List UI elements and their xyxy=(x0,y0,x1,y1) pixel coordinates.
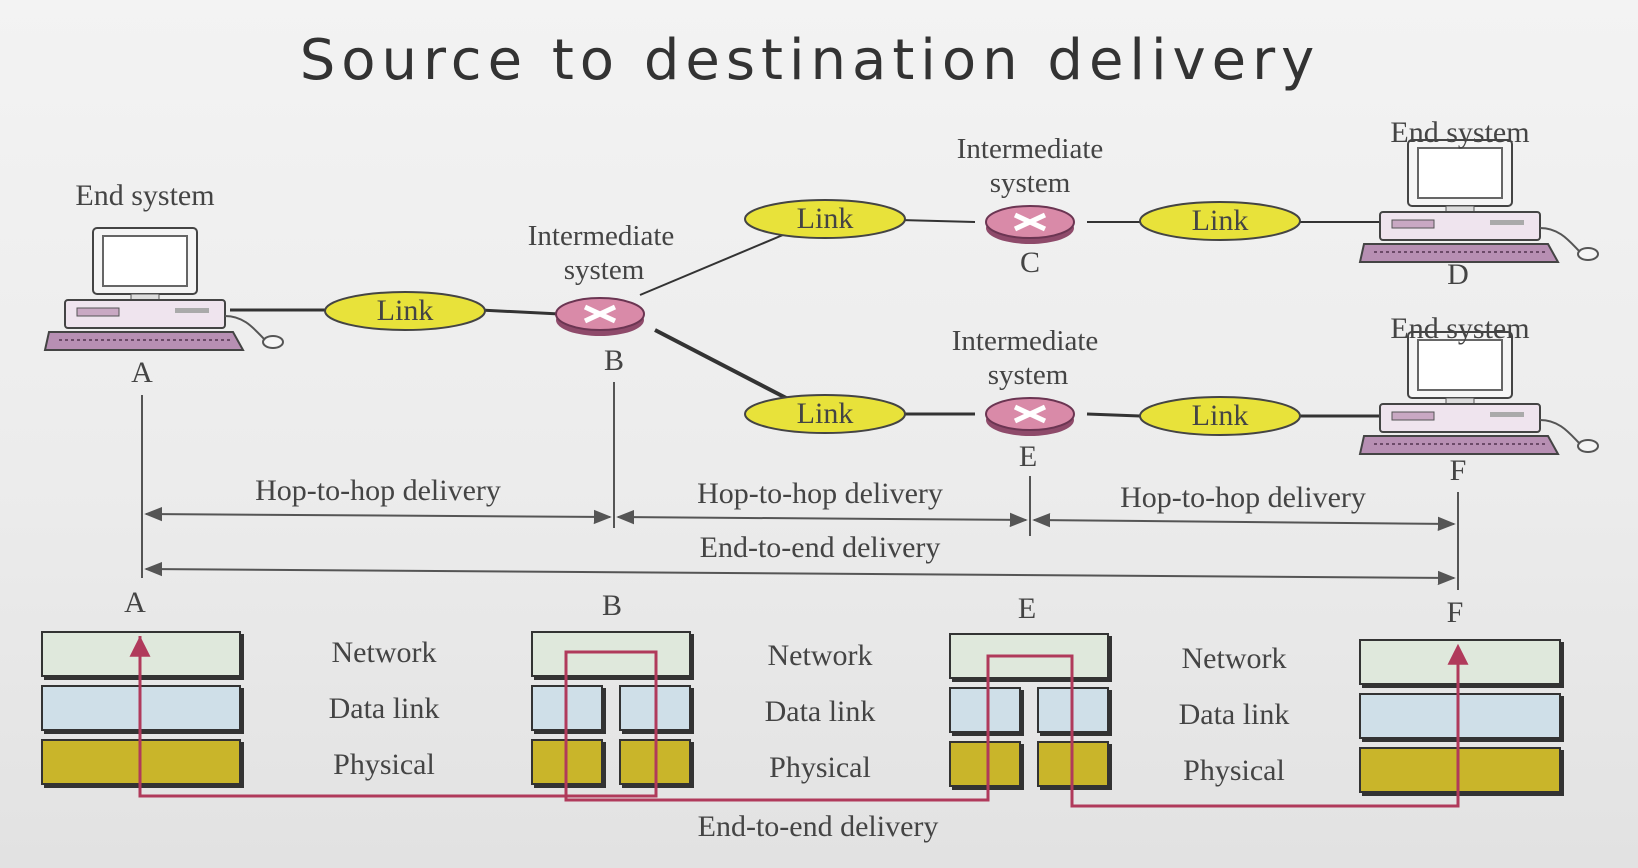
link-ab: Link xyxy=(324,291,486,331)
link-be-label: Link xyxy=(797,397,854,430)
node-d-label: D xyxy=(1447,258,1469,291)
intermediate-b-line1: Intermediate xyxy=(528,220,675,252)
link-cd-label: Link xyxy=(1192,204,1249,237)
router-c-icon xyxy=(985,205,1075,244)
hop-label-ef: Hop-to-hop delivery xyxy=(1120,481,1366,514)
link-bc: Link xyxy=(744,199,906,239)
link-cd: Link xyxy=(1139,201,1301,241)
layer-datalink-label-3: Data link xyxy=(1179,698,1290,731)
end-to-end-path xyxy=(138,636,1460,808)
end-to-end-label-bottom: End-to-end delivery xyxy=(698,810,939,843)
node-f-label: F xyxy=(1450,454,1467,487)
node-a-label: A xyxy=(131,356,153,389)
computer-a-icon xyxy=(44,227,284,351)
link-be: Link xyxy=(744,394,906,434)
layer-datalink-label-1: Data link xyxy=(329,692,440,725)
stack-f xyxy=(1359,639,1561,793)
layer-physical-label-2: Physical xyxy=(769,751,871,784)
intermediate-c-line1: Intermediate xyxy=(957,133,1104,165)
intermediate-b-line2: system xyxy=(564,254,645,286)
router-e-icon xyxy=(985,397,1075,436)
node-b-label: B xyxy=(604,344,624,377)
end-system-d-label: End system xyxy=(1390,116,1529,149)
hop-arrows xyxy=(144,506,1456,586)
hop-label-be: Hop-to-hop delivery xyxy=(697,477,943,510)
intermediate-e-line2: system xyxy=(988,359,1069,391)
node-c-label: C xyxy=(1020,246,1040,279)
intermediate-c-line2: system xyxy=(990,167,1071,199)
stack-b-label: B xyxy=(602,589,622,622)
link-ef-label: Link xyxy=(1192,399,1249,432)
end-system-f-label: End system xyxy=(1390,312,1529,345)
layer-datalink-label-2: Data link xyxy=(765,695,876,728)
stack-f-label: F xyxy=(1447,596,1464,629)
link-ef: Link xyxy=(1139,396,1301,436)
intermediate-e-line1: Intermediate xyxy=(952,325,1099,357)
stack-a-label: A xyxy=(124,586,146,619)
router-b-icon xyxy=(555,297,645,336)
computer-f-icon xyxy=(1359,331,1599,455)
computer-d-icon xyxy=(1359,139,1599,263)
layer-network-label-1: Network xyxy=(332,636,437,669)
guide-lines xyxy=(141,382,1459,590)
stack-e-label: E xyxy=(1018,592,1036,625)
hop-label-ab: Hop-to-hop delivery xyxy=(255,474,501,507)
layer-network-label-3: Network xyxy=(1182,642,1287,675)
page-title: Source to destination delivery xyxy=(299,28,1321,93)
link-bc-label: Link xyxy=(797,202,854,235)
layer-network-label-2: Network xyxy=(768,639,873,672)
node-e-label: E xyxy=(1019,440,1037,473)
end-to-end-label-top: End-to-end delivery xyxy=(700,531,941,564)
stack-b xyxy=(531,631,691,785)
layer-physical-label-1: Physical xyxy=(333,748,435,781)
layer-physical-label-3: Physical xyxy=(1183,754,1285,787)
link-ab-label: Link xyxy=(377,294,434,327)
end-system-a-label: End system xyxy=(75,179,214,212)
